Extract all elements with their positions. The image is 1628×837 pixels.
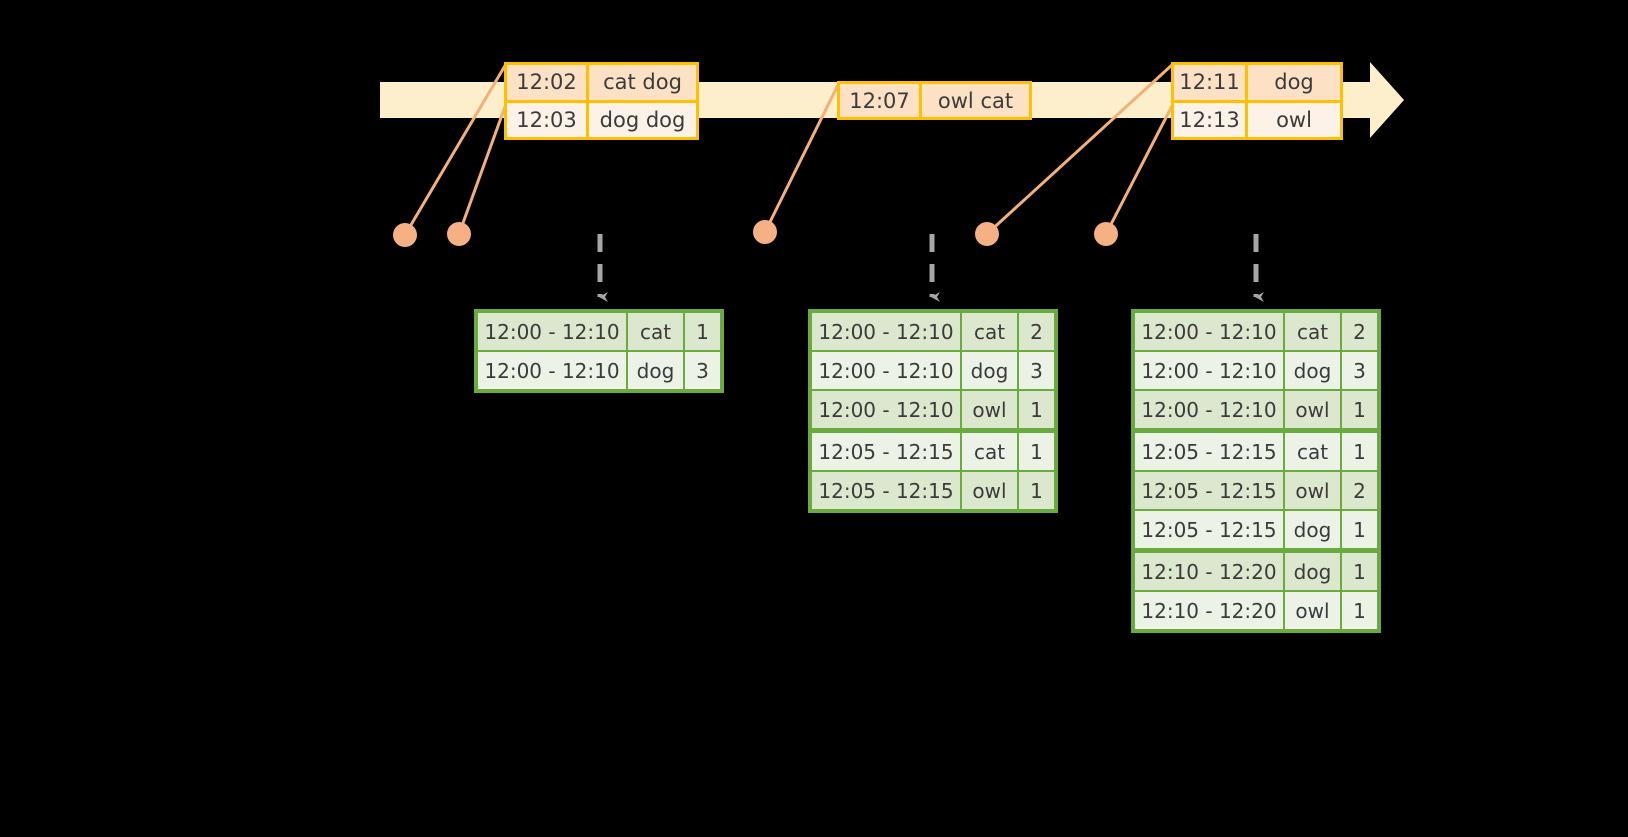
table-row[interactable]: 12:00 - 12:10 owl 1	[812, 391, 1054, 428]
cell-count: 3	[685, 352, 720, 389]
cell-count: 3	[1342, 352, 1377, 389]
event-time: 12:03	[507, 102, 589, 137]
event-dot-1202	[393, 223, 417, 247]
cell-count: 1	[1342, 592, 1377, 629]
cell-key: dog	[1285, 553, 1340, 590]
cell-count: 1	[685, 313, 720, 350]
connector-line-1207	[763, 82, 841, 233]
table-row[interactable]: 12:05 - 12:15 cat 1	[812, 433, 1054, 470]
event-dot-1203	[447, 222, 471, 246]
event-time: 12:02	[507, 65, 589, 100]
table-row[interactable]: 12:05 - 12:15 cat 1	[1135, 433, 1377, 470]
cell-key: owl	[962, 391, 1017, 428]
cell-count: 1	[1342, 511, 1377, 548]
cell-key: cat	[962, 433, 1017, 470]
cell-count: 2	[1342, 472, 1377, 509]
event-dot-1207	[753, 220, 777, 244]
event-row[interactable]: 12:02 cat dog	[507, 65, 696, 100]
cell-window: 12:00 - 12:10	[812, 352, 960, 389]
dashed-arrows	[597, 234, 1264, 302]
cell-window: 12:05 - 12:15	[812, 433, 960, 470]
cell-count: 1	[1019, 433, 1054, 470]
cell-window: 12:05 - 12:15	[1135, 433, 1283, 470]
table-row[interactable]: 12:05 - 12:15 owl 1	[812, 472, 1054, 509]
event-words: owl	[1248, 102, 1340, 137]
cell-window: 12:00 - 12:10	[478, 313, 626, 350]
cell-window: 12:05 - 12:15	[812, 472, 960, 509]
cell-window: 12:10 - 12:20	[1135, 592, 1283, 629]
cell-key: dog	[962, 352, 1017, 389]
cell-key: owl	[1285, 472, 1340, 509]
event-dots	[393, 220, 1118, 247]
table-row[interactable]: 12:00 - 12:10 cat 1	[478, 313, 720, 350]
cell-count: 1	[1342, 433, 1377, 470]
table-row[interactable]: 12:10 - 12:20 owl 1	[1135, 592, 1377, 629]
cell-count: 3	[1019, 352, 1054, 389]
event-dot-1211	[975, 222, 999, 246]
cell-window: 12:00 - 12:10	[1135, 352, 1283, 389]
cell-window: 12:00 - 12:10	[478, 352, 626, 389]
cell-window: 12:00 - 12:10	[812, 391, 960, 428]
connector-line-1203	[457, 103, 508, 235]
event-row[interactable]: 12:03 dog dog	[507, 99, 696, 137]
result-table-1[interactable]: 12:00 - 12:10 cat 1 12:00 - 12:10 dog 3	[474, 309, 724, 393]
cell-window: 12:00 - 12:10	[1135, 313, 1283, 350]
table-row[interactable]: 12:00 - 12:10 dog 3	[478, 352, 720, 389]
event-time: 12:11	[1174, 65, 1248, 100]
event-time: 12:07	[840, 84, 922, 117]
cell-key: dog	[628, 352, 683, 389]
table-row[interactable]: 12:00 - 12:10 owl 1	[1135, 391, 1377, 428]
cell-count: 1	[1019, 472, 1054, 509]
cell-window: 12:10 - 12:20	[1135, 553, 1283, 590]
cell-count: 2	[1019, 313, 1054, 350]
table-row[interactable]: 12:05 - 12:15 owl 2	[1135, 472, 1377, 509]
cell-count: 1	[1342, 553, 1377, 590]
event-row[interactable]: 12:13 owl	[1174, 99, 1340, 137]
event-box-1[interactable]: 12:02 cat dog 12:03 dog dog	[504, 62, 699, 140]
event-row[interactable]: 12:07 owl cat	[840, 84, 1029, 117]
result-table-3[interactable]: 12:00 - 12:10 cat 2 12:00 - 12:10 dog 3 …	[1131, 309, 1381, 633]
cell-key: dog	[1285, 352, 1340, 389]
event-words: owl cat	[922, 84, 1029, 117]
cell-key: owl	[1285, 592, 1340, 629]
cell-key: cat	[962, 313, 1017, 350]
table-row[interactable]: 12:00 - 12:10 dog 3	[1135, 352, 1377, 389]
event-box-2[interactable]: 12:07 owl cat	[837, 81, 1032, 120]
cell-window: 12:00 - 12:10	[1135, 391, 1283, 428]
cell-window: 12:05 - 12:15	[1135, 472, 1283, 509]
cell-key: cat	[1285, 313, 1340, 350]
cell-count: 2	[1342, 313, 1377, 350]
table-row[interactable]: 12:00 - 12:10 cat 2	[1135, 313, 1377, 350]
result-table-2[interactable]: 12:00 - 12:10 cat 2 12:00 - 12:10 dog 3 …	[808, 309, 1058, 513]
cell-key: owl	[1285, 391, 1340, 428]
event-words: dog	[1248, 65, 1340, 100]
connector-line-1213	[1104, 103, 1175, 235]
event-words: cat dog	[589, 65, 696, 100]
table-row[interactable]: 12:05 - 12:15 dog 1	[1135, 511, 1377, 548]
event-time: 12:13	[1174, 102, 1248, 137]
cell-key: cat	[628, 313, 683, 350]
cell-key: owl	[962, 472, 1017, 509]
event-box-3[interactable]: 12:11 dog 12:13 owl	[1171, 62, 1343, 140]
table-row[interactable]: 12:00 - 12:10 cat 2	[812, 313, 1054, 350]
cell-window: 12:05 - 12:15	[1135, 511, 1283, 548]
connector-line-1202	[403, 63, 508, 236]
cell-key: dog	[1285, 511, 1340, 548]
event-dot-1213	[1094, 222, 1118, 246]
cell-key: cat	[1285, 433, 1340, 470]
cell-count: 1	[1342, 391, 1377, 428]
event-row[interactable]: 12:11 dog	[1174, 65, 1340, 100]
table-row[interactable]: 12:00 - 12:10 dog 3	[812, 352, 1054, 389]
cell-window: 12:00 - 12:10	[812, 313, 960, 350]
cell-count: 1	[1019, 391, 1054, 428]
table-row[interactable]: 12:10 - 12:20 dog 1	[1135, 553, 1377, 590]
event-words: dog dog	[589, 102, 696, 137]
